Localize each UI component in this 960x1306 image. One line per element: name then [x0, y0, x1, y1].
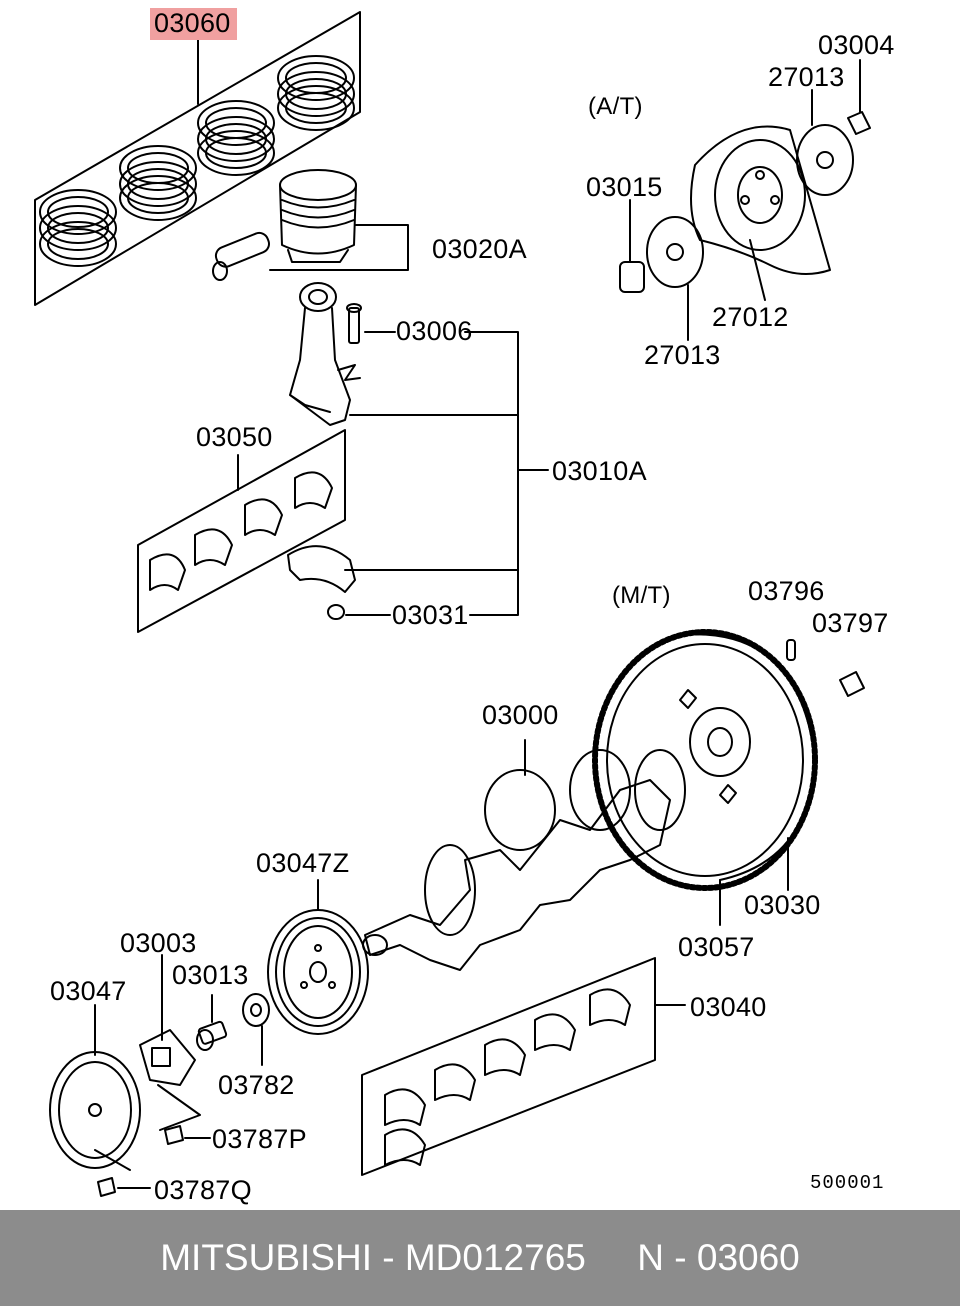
- part-label-03030[interactable]: 03030: [744, 890, 821, 920]
- part-label-03006[interactable]: 03006: [396, 316, 473, 346]
- connecting-rod-drawing: [287, 282, 549, 620]
- piston-drawing: [212, 169, 409, 281]
- part-label-03020a[interactable]: 03020A: [432, 234, 527, 264]
- at-label: (A/T): [588, 93, 643, 120]
- part-label-27012[interactable]: 27012: [712, 302, 789, 332]
- part-label-03031[interactable]: 03031: [392, 600, 469, 630]
- part-label-03004[interactable]: 03004: [818, 30, 895, 60]
- part-label-03797[interactable]: 03797: [812, 608, 889, 638]
- part-label-03796[interactable]: 03796: [748, 576, 825, 606]
- drive-plate-drawing: [619, 59, 871, 341]
- part-label-03047z[interactable]: 03047Z: [256, 848, 350, 878]
- rod-bearings-drawing: [137, 429, 346, 633]
- part-label-03050[interactable]: 03050: [196, 422, 273, 452]
- diagram-code: 500001: [810, 1172, 885, 1194]
- front-parts-drawing: [49, 954, 270, 1197]
- part-label-03015[interactable]: 03015: [586, 172, 663, 202]
- part-label-03010a[interactable]: 03010A: [552, 456, 647, 486]
- part-label-03787p[interactable]: 03787P: [212, 1124, 307, 1154]
- part-label-03782[interactable]: 03782: [218, 1070, 295, 1100]
- part-label-03000[interactable]: 03000: [482, 700, 559, 730]
- part-label-03060[interactable]: 03060: [150, 8, 237, 40]
- crank-pulley-drawing: [267, 879, 369, 1035]
- part-label-03047[interactable]: 03047: [50, 976, 127, 1006]
- crankshaft-drawing: [362, 739, 686, 971]
- part-label-03057[interactable]: 03057: [678, 932, 755, 962]
- piston-rings-drawing: [34, 11, 361, 306]
- part-label-03003[interactable]: 03003: [120, 928, 197, 958]
- footer-bar: MITSUBISHI - MD012765 N - 03060: [0, 1210, 960, 1306]
- part-label-03013[interactable]: 03013: [172, 960, 249, 990]
- main-bearings-drawing: [361, 957, 686, 1176]
- parts-diagram: 03060 03020A 03006 03010A 03050 03031 (A…: [34, 8, 895, 1205]
- part-label-03040[interactable]: 03040: [690, 992, 767, 1022]
- part-label-03787q[interactable]: 03787Q: [154, 1175, 252, 1205]
- flywheel-drawing: [592, 629, 865, 926]
- mt-label: (M/T): [612, 582, 671, 609]
- footer-text: MITSUBISHI - MD012765 N - 03060: [160, 1237, 800, 1278]
- part-label-27013-bottom[interactable]: 27013: [644, 340, 721, 370]
- part-label-27013-top[interactable]: 27013: [768, 62, 845, 92]
